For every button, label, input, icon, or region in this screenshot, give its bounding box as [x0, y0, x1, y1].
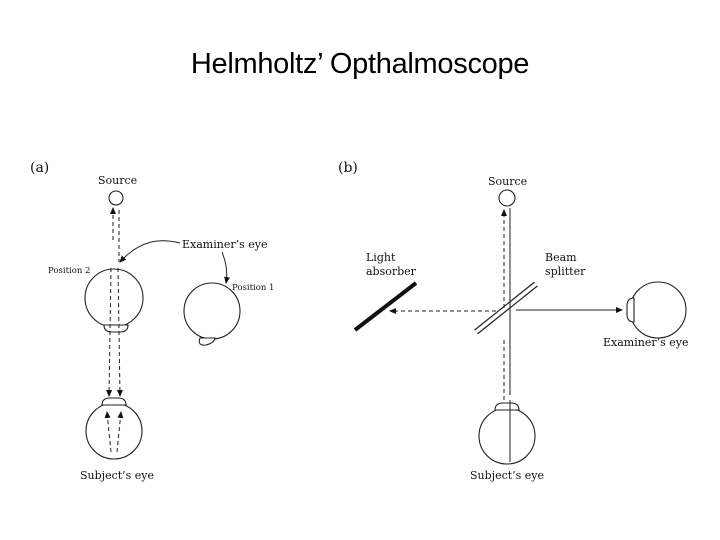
panel-b-light-absorber-label-line2: absorber — [366, 265, 417, 278]
panel-b-examiner-label: Examiner’s eye — [603, 336, 688, 349]
panel-a-label: (a) — [30, 160, 49, 176]
panel-b-examiner-eye — [626, 281, 687, 339]
panel-a: (a) Source Examiner’s eye Position 2 Pos… — [30, 160, 274, 482]
panel-a-position1-pointer — [221, 251, 231, 284]
panel-b-subject-label: Subject’s eye — [470, 469, 544, 482]
panel-b-light-absorber-label-line1: Light — [366, 251, 396, 264]
panel-a-ray-down-left — [106, 267, 113, 397]
panel-b-subject-eye — [478, 402, 536, 465]
panel-a-examiner-eye-position1 — [183, 282, 241, 346]
panel-a-position1-label: Position 1 — [232, 283, 274, 293]
panel-a-position2-label: Position 2 — [48, 266, 90, 276]
panel-b-beam-splitter-label-line2: splitter — [545, 265, 586, 278]
slide-title: Helmholtz’ Opthalmoscope — [190, 48, 530, 80]
panel-b-light-absorber — [353, 281, 418, 332]
panel-b-beam-splitter — [474, 281, 538, 335]
panel-a-examiner-eye-position2 — [84, 268, 144, 333]
panel-b-light-source — [498, 189, 516, 207]
panel-b: (b) Source Light absorber Beam splitter … — [338, 160, 688, 482]
panel-b-source-label: Source — [488, 175, 527, 188]
panel-a-subject-eye — [85, 397, 143, 460]
panel-a-examiner-label: Examiner’s eye — [182, 238, 267, 251]
panel-a-source-label: Source — [98, 174, 137, 187]
panel-a-ray-down-right — [116, 267, 123, 397]
panel-a-subject-label: Subject’s eye — [80, 469, 154, 482]
panel-a-examiner-pointer — [119, 240, 181, 263]
panel-a-light-source — [108, 190, 124, 206]
panel-b-label: (b) — [338, 160, 358, 176]
panel-b-beam-splitter-label-line1: Beam — [545, 251, 577, 264]
